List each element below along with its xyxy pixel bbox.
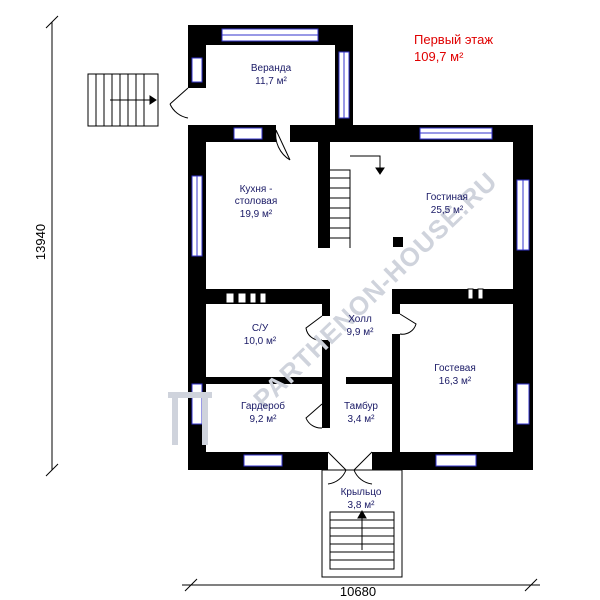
room-kitchen: Кухня - столовая 19,9 м² bbox=[235, 184, 278, 220]
room-guest: Гостевая 16,3 м² bbox=[434, 363, 476, 387]
room-name: Гардероб bbox=[241, 400, 285, 412]
room-hall: Холл 9,9 м² bbox=[347, 314, 375, 338]
room-vestibule: Тамбур 3,4 м² bbox=[344, 400, 378, 425]
room-veranda: Веранда 11,7 м² bbox=[251, 63, 292, 87]
room-area: 9,9 м² bbox=[347, 327, 375, 338]
floor-title: Первый этаж bbox=[414, 32, 493, 47]
room-area: 11,7 м² bbox=[255, 76, 287, 87]
room-name: Тамбур bbox=[344, 400, 378, 412]
room-name: С/У bbox=[252, 323, 269, 334]
room-name: Веранда bbox=[251, 63, 292, 74]
room-area: 19,9 м² bbox=[240, 209, 273, 220]
dimension-width: 10680 bbox=[340, 584, 376, 599]
fixtures bbox=[225, 288, 484, 304]
room-area: 9,2 м² bbox=[250, 414, 278, 425]
room-name: Холл bbox=[348, 314, 372, 325]
room-area: 10,0 м² bbox=[244, 336, 277, 347]
room-area: 25,5 м² bbox=[431, 205, 464, 216]
room-area: 16,3 м² bbox=[439, 376, 472, 387]
veranda-stairs bbox=[87, 73, 159, 127]
dimension-height: 13940 bbox=[33, 224, 48, 260]
room-name: Крыльцо bbox=[341, 487, 382, 498]
doors bbox=[169, 87, 417, 485]
room-wardrobe: Гардероб 9,2 м² bbox=[241, 400, 285, 425]
floor-area: 109,7 м² bbox=[414, 49, 464, 64]
interior-stairs bbox=[330, 155, 385, 248]
room-name: Гостиная bbox=[426, 192, 468, 203]
watermark-logo bbox=[168, 392, 212, 445]
room-name-2: столовая bbox=[235, 196, 278, 207]
room-name: Гостевая bbox=[434, 363, 476, 374]
room-bathroom: С/У 10,0 м² bbox=[244, 323, 277, 347]
room-area: 3,4 м² bbox=[348, 414, 376, 425]
room-area: 3,8 м² bbox=[348, 500, 376, 511]
windows bbox=[191, 28, 530, 467]
room-porch: Крыльцо 3,8 м² bbox=[341, 487, 382, 511]
porch-stairs bbox=[321, 469, 403, 578]
dimension-lines bbox=[45, 15, 540, 592]
room-living: Гостиная 25,5 м² bbox=[426, 192, 468, 216]
room-name: Кухня - bbox=[240, 184, 273, 195]
